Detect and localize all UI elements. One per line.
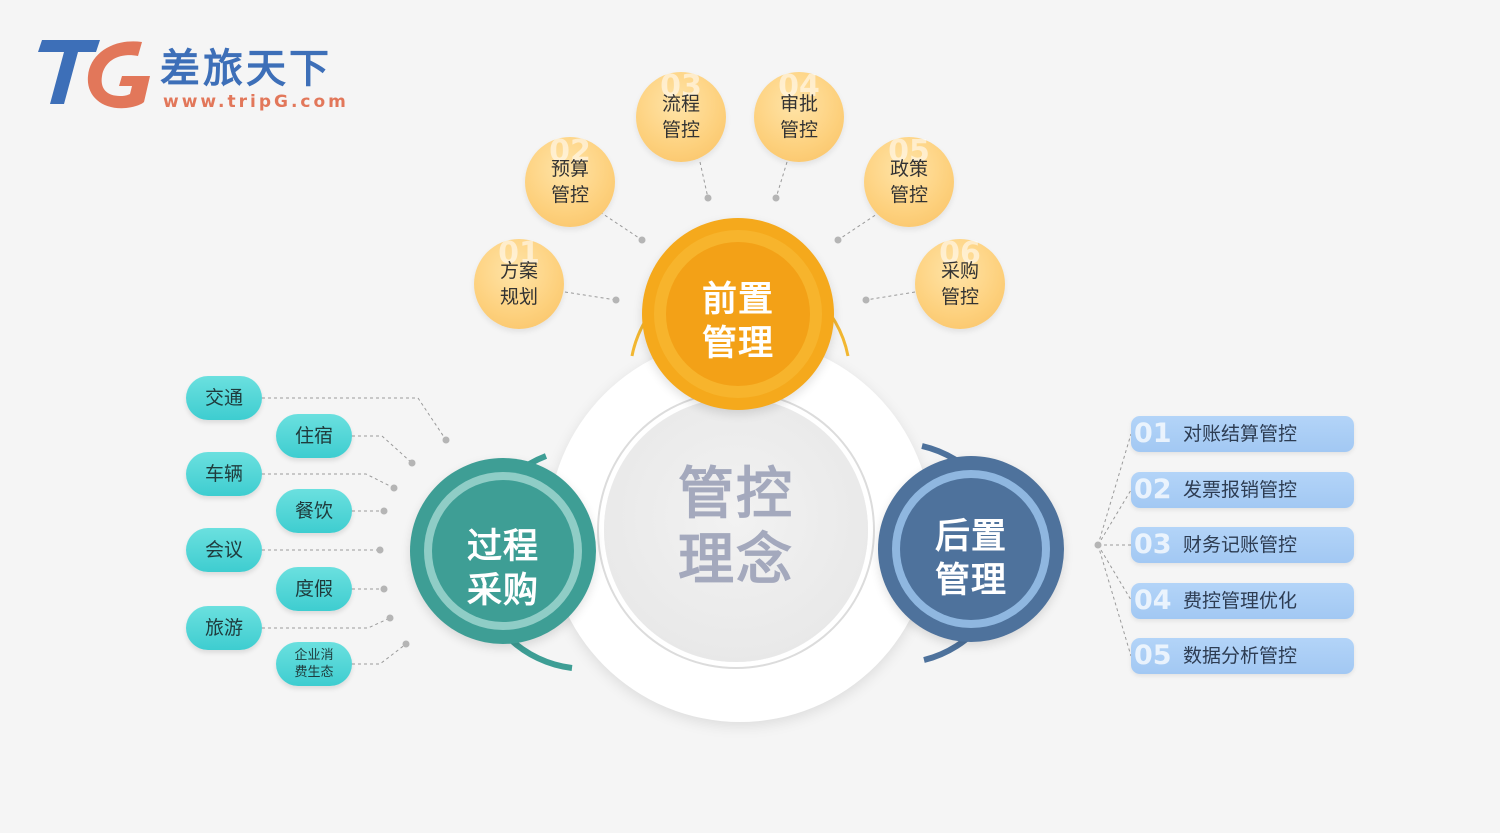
back-item-label: 数据分析管控 (1183, 645, 1298, 667)
front-item-label-line1: 方案 (499, 260, 538, 282)
process-hub-title: 过程 采购 (410, 525, 596, 613)
back-item-number: 02 (1134, 474, 1172, 505)
back-item-01: 01 对账结算管控 (1131, 416, 1354, 452)
front-hub-title: 前置 管理 (642, 278, 834, 366)
back-hub-inner (900, 478, 1042, 620)
process-item-lodging: 住宿 (276, 414, 352, 458)
front-item-label-line2: 管控 (550, 184, 589, 206)
front-item-label-line1: 审批 (779, 93, 818, 115)
back-item-number: 01 (1134, 418, 1172, 449)
back-hub-title: 后置 管理 (878, 515, 1064, 603)
back-item-label: 发票报销管控 (1183, 479, 1298, 501)
back-item-label: 费控管理优化 (1183, 590, 1298, 612)
process-item-traffic: 交通 (186, 376, 262, 420)
front-item-label-line1: 流程 (661, 93, 700, 115)
process-item-ecosystem-line1: 企业消 (294, 648, 334, 663)
back-item-05: 05 数据分析管控 (1131, 638, 1354, 674)
core-title-line1: 管控 (678, 462, 794, 527)
process-item-tourism: 旅游 (186, 606, 262, 650)
back-item-04: 04 费控管理优化 (1131, 583, 1354, 619)
front-item-label-line2: 规划 (499, 286, 538, 308)
front-item-label: 审批 管控 (754, 91, 844, 143)
core-title-line2: 理念 (678, 528, 794, 593)
front-item-number: 06 (939, 236, 981, 271)
tg-logo-icon (38, 40, 150, 109)
process-item-vacation: 度假 (276, 567, 352, 611)
front-item-label: 政策 管控 (864, 156, 954, 208)
process-item-ecosystem-line2: 费生态 (294, 665, 334, 680)
process-title-line1: 过程 (466, 527, 539, 567)
back-title-line1: 后置 (934, 517, 1007, 557)
front-item-number: 05 (888, 134, 930, 169)
front-item-label-line1: 预算 (550, 158, 589, 180)
back-item-02: 02 发票报销管控 (1131, 472, 1354, 508)
front-item-label-line2: 管控 (889, 184, 928, 206)
front-item-number: 02 (549, 134, 591, 169)
front-item-06: 06 采购 管控 (915, 239, 1005, 329)
front-title-line2: 管理 (701, 324, 774, 364)
front-item-01: 01 方案 规划 (474, 239, 564, 329)
process-title-line2: 采购 (466, 571, 539, 611)
back-item-number: 04 (1134, 585, 1172, 616)
process-item-meeting: 会议 (186, 528, 262, 572)
back-item-number: 05 (1134, 640, 1172, 671)
front-item-label: 采购 管控 (915, 258, 1005, 310)
brand-name: 差旅天下 (160, 46, 332, 92)
front-item-05: 05 政策 管控 (864, 137, 954, 227)
front-hub-inner (666, 242, 810, 386)
front-item-label-line2: 管控 (779, 119, 818, 141)
process-item-vehicle: 车辆 (186, 452, 262, 496)
process-hub-inner (432, 480, 574, 622)
front-item-number: 04 (778, 69, 820, 104)
front-item-label-line1: 政策 (889, 158, 928, 180)
front-item-label: 方案 规划 (474, 258, 564, 310)
brand-url: www.tripG.com (163, 92, 349, 112)
front-item-label: 预算 管控 (525, 156, 615, 208)
back-item-03: 03 财务记账管控 (1131, 527, 1354, 563)
front-item-number: 01 (498, 236, 540, 271)
front-item-number: 03 (660, 69, 702, 104)
core-circle (604, 398, 868, 662)
back-item-number: 03 (1134, 529, 1172, 560)
front-item-02: 02 预算 管控 (525, 137, 615, 227)
front-item-label-line2: 管控 (661, 119, 700, 141)
process-item-ecosystem: 企业消 费生态 (276, 642, 352, 686)
back-title-line2: 管理 (934, 561, 1007, 601)
front-item-04: 04 审批 管控 (754, 72, 844, 162)
core-title: 管控 理念 (604, 462, 868, 594)
process-item-dining: 餐饮 (276, 489, 352, 533)
front-item-label-line1: 采购 (940, 260, 979, 282)
back-item-label: 对账结算管控 (1183, 423, 1298, 445)
front-title-line1: 前置 (701, 280, 774, 320)
front-item-label-line2: 管控 (940, 286, 979, 308)
back-item-label: 财务记账管控 (1183, 534, 1298, 556)
front-item-label: 流程 管控 (636, 91, 726, 143)
front-item-03: 03 流程 管控 (636, 72, 726, 162)
